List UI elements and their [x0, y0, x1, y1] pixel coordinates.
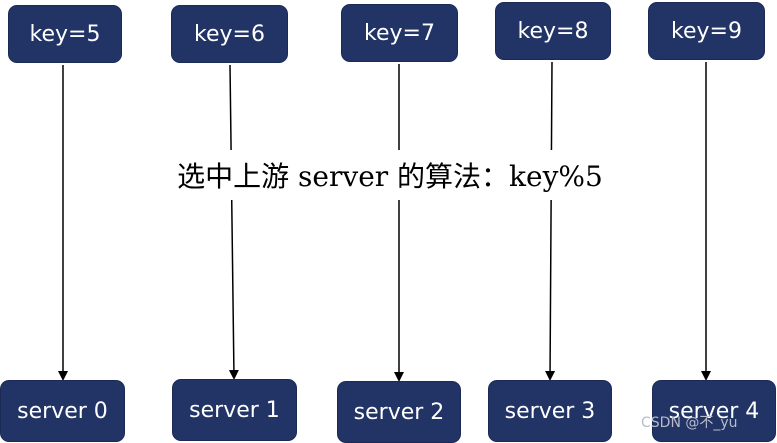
- server-box-4: server 4: [652, 380, 776, 442]
- arrow-key6-to-server1: [228, 64, 239, 380]
- arrow-key8-to-server3: [545, 61, 556, 381]
- algorithm-caption: 选中上游 server 的算法：key%5: [150, 150, 630, 200]
- csdn-watermark: CSDN @不_yu: [641, 415, 738, 431]
- key-box-6: key=6: [171, 5, 288, 63]
- server-box-0: server 0: [0, 380, 125, 442]
- key-box-8: key=8: [495, 2, 611, 60]
- key-box-7: key=7: [341, 4, 458, 62]
- key-box-9: key=9: [648, 2, 765, 60]
- server-box-3: server 3: [488, 380, 612, 442]
- server-box-1: server 1: [172, 379, 297, 441]
- server-box-2: server 2: [337, 381, 461, 443]
- key-box-5: key=5: [8, 5, 122, 63]
